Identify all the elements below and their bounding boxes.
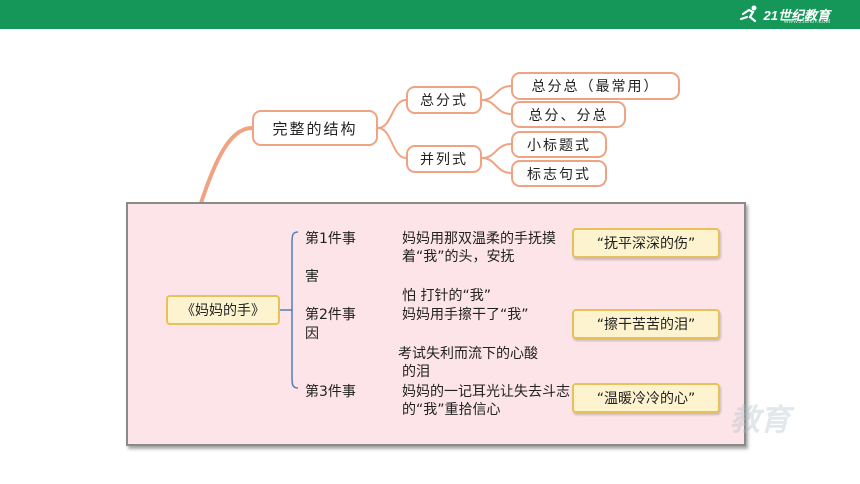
leaf-node: 总分、分总 [511,101,626,128]
root-node: 完整的结构 [252,110,378,146]
event-detail: 妈妈用手擦干了“我” [402,307,529,323]
branch-node-binglie: 并列式 [406,145,482,173]
text-fragment: 害 [305,269,319,285]
text-fragment: 的泪 [402,364,430,380]
logo: 21世纪教育 WWW.21CNJY.COM [739,4,830,25]
event-label: 第2件事 [305,307,356,323]
event-detail: 妈妈用那双温柔的手抚摸着“我”的头，安抚 [402,231,556,265]
branch-node-zongfen: 总分式 [406,86,482,114]
runner-icon [739,5,757,23]
quote-box: “擦干苦苦的泪” [572,309,720,339]
story-title: 《妈妈的手》 [166,295,280,325]
event-label: 第1件事 [305,231,356,247]
logo-url: WWW.21CNJY.COM [783,19,830,25]
leaf-node: 小标题式 [511,131,607,158]
event-label: 第3件事 [305,384,356,400]
logo-text: 21世纪教育 [763,7,830,23]
leaf-node: 标志句式 [511,160,607,187]
watermark: 教育 [730,404,790,437]
quote-box: “温暖冷冷的心” [572,383,720,413]
quote-box: “抚平深深的伤” [572,228,720,258]
text-fragment: 怕 打针的“我” [402,288,491,304]
text-fragment: 因 [305,326,319,342]
header-bar: 21世纪教育 WWW.21CNJY.COM [0,0,860,29]
leaf-node: 总分总（最常用） [511,72,680,100]
event-detail: 妈妈的一记耳光让失去斗志的“我”重拾信心 [402,384,570,418]
text-fragment: 考试失利而流下的心酸 [398,346,538,362]
